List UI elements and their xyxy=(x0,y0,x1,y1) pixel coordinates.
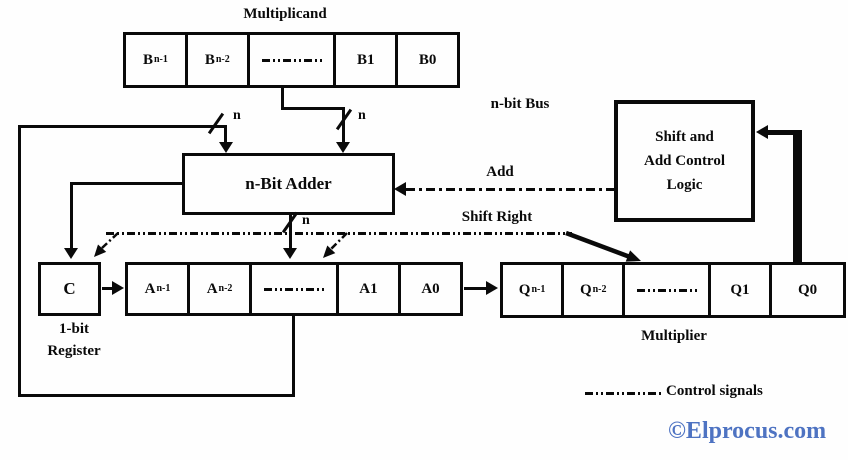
wire-adder-input-left xyxy=(224,125,227,146)
wire-q0-to-control-vertical xyxy=(793,130,802,263)
register-cell-ellipsis xyxy=(246,35,334,85)
cell-label: Q1 xyxy=(730,281,750,298)
wire-shift-right-control-signal xyxy=(106,232,572,235)
cell-label: B xyxy=(204,51,215,68)
wire-shift-branch-to-accumulator xyxy=(330,232,348,250)
wire-q0-to-control-horizontal xyxy=(762,130,802,135)
bus-width-n-label-right: n xyxy=(358,108,366,123)
bus-slash-left xyxy=(207,112,225,135)
bus-width-n-label-left: n xyxy=(233,108,241,123)
control-logic-line3: Logic xyxy=(666,177,703,193)
arrowhead-into-accumulator xyxy=(283,248,297,259)
wire-carry-to-accumulator xyxy=(102,287,116,290)
wire-add-control-signal xyxy=(406,188,614,191)
cell-label: A0 xyxy=(421,280,440,297)
legend-control-signal-line xyxy=(585,392,663,395)
wire-adder-input-right xyxy=(342,107,345,146)
carry-bit-label: C xyxy=(63,279,76,298)
cell-label: A1 xyxy=(359,280,378,297)
register-cell-ellipsis xyxy=(249,265,336,313)
cell-label: Q0 xyxy=(797,281,818,298)
carry-register-caption: 1-bit Register xyxy=(24,318,124,362)
cell-label: Q xyxy=(579,281,592,298)
arrowhead-carry-to-accumulator xyxy=(112,281,124,295)
control-logic-line1: Shift and xyxy=(655,129,714,145)
register-cell: B0 xyxy=(395,35,457,85)
wire-adder-carry-vertical xyxy=(70,182,73,252)
control-logic-line2: Add Control xyxy=(644,153,725,169)
cell-label: B1 xyxy=(356,51,375,68)
register-cell: Q1 xyxy=(707,265,769,315)
wire-accumulator-out-vertical xyxy=(292,314,295,397)
ellipsis-dashes xyxy=(264,287,325,291)
register-cell-ellipsis xyxy=(622,265,708,315)
carry-caption-line2: Register xyxy=(47,343,101,359)
arrowhead-add-signal xyxy=(394,182,406,196)
control-logic-text: Shift and Add Control Logic xyxy=(644,125,725,197)
register-cell: A1 xyxy=(335,265,398,313)
adder-label: n-Bit Adder xyxy=(245,174,332,193)
wire-accumulator-to-multiplier xyxy=(464,287,488,290)
arrowhead-shift-branch-carry xyxy=(94,244,107,257)
cell-label: B xyxy=(142,51,153,68)
arrowhead-adder-input-right xyxy=(336,142,350,153)
shift-right-signal-label: Shift Right xyxy=(461,209,533,225)
arrowhead-adder-input-left xyxy=(219,142,233,153)
shift-add-control-logic-box: Shift and Add Control Logic xyxy=(614,100,755,222)
wire-feedback-bottom xyxy=(18,394,295,397)
multiplicand-label: Multiplicand xyxy=(243,6,327,22)
arrowhead-into-carry-box xyxy=(64,248,78,259)
wire-feedback-left-vertical xyxy=(18,125,21,397)
wire-multiplicand-out-vertical xyxy=(281,87,284,110)
wire-adder-carry-horizontal xyxy=(70,182,182,185)
arrowhead-shift-branch-accumulator xyxy=(323,245,336,258)
watermark: ©Elprocus.com xyxy=(668,418,827,444)
arrowhead-into-control-logic xyxy=(756,125,768,139)
add-signal-label: Add xyxy=(486,164,514,180)
register-cell: Q0 xyxy=(769,265,843,315)
n-bit-adder-box: n-Bit Adder xyxy=(182,153,395,215)
arrowhead-shift-multiplier xyxy=(625,250,641,262)
cell-label: B0 xyxy=(418,51,437,68)
cell-label: A xyxy=(206,280,218,297)
wire-multiplicand-out-horizontal xyxy=(281,107,345,110)
cell-label: A xyxy=(144,280,156,297)
wire-shift-to-multiplier-register xyxy=(565,230,631,260)
multiplier-label: Multiplier xyxy=(641,328,707,344)
control-signals-legend-label: Control signals xyxy=(666,383,763,399)
register-cell: A0 xyxy=(397,265,460,313)
carry-caption-line1: 1-bit xyxy=(59,321,89,337)
arrowhead-accumulator-to-multiplier xyxy=(486,281,498,295)
ellipsis-dashes xyxy=(261,58,322,62)
n-bit-bus-label: n-bit Bus xyxy=(490,96,550,112)
wire-feedback-top xyxy=(18,125,227,128)
register-cell: B1 xyxy=(333,35,395,85)
bus-width-n-label-adder-out: n xyxy=(302,213,310,228)
wire-shift-branch-to-carry xyxy=(101,232,119,249)
ellipsis-dashes xyxy=(636,288,697,292)
carry-bit-box: C xyxy=(38,262,101,316)
cell-label: Q xyxy=(518,281,531,298)
